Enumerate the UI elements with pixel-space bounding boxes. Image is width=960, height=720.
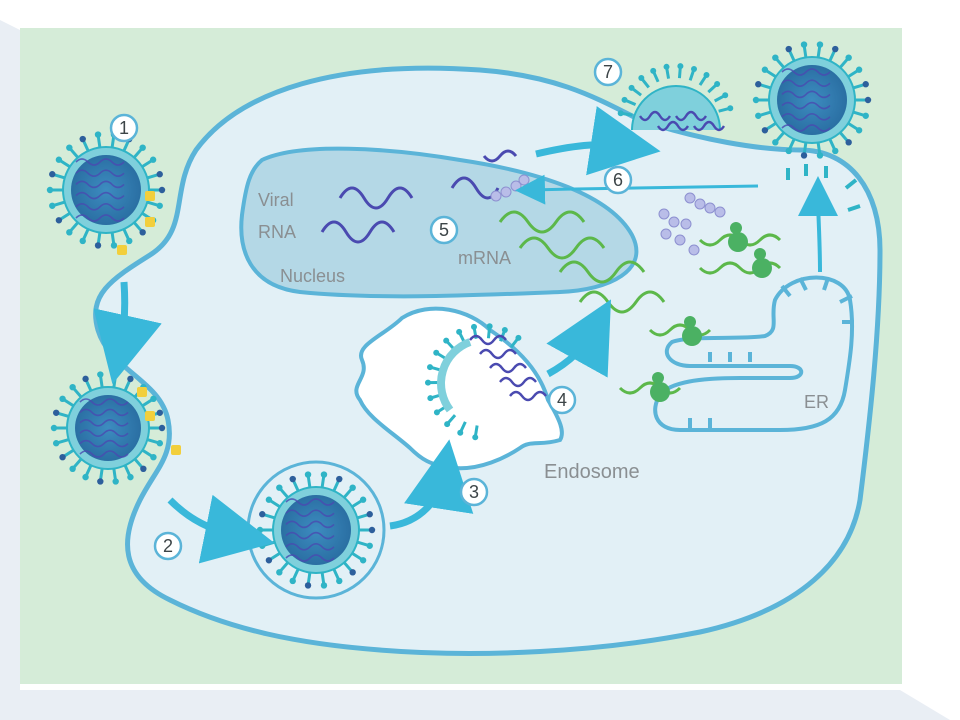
label-endosome: Endosome [544, 461, 640, 483]
step-4: 4 [547, 385, 577, 415]
step-5: 5 [429, 215, 459, 245]
step-2: 2 [153, 531, 183, 561]
step-1: 1 [109, 113, 139, 143]
step-label: 5 [439, 220, 449, 240]
step-label: 7 [603, 62, 613, 82]
label-er: ER [804, 392, 829, 412]
label-viral: Viral [258, 190, 294, 210]
step-6: 6 [603, 165, 633, 195]
step-label: 3 [469, 482, 479, 502]
process-arrows [93, 106, 839, 564]
virus-uncoating [425, 323, 547, 441]
step-markers: 1 2 3 4 5 6 7 [109, 57, 633, 561]
label-nucleus: Nucleus [280, 266, 345, 286]
step-7: 7 [593, 57, 623, 87]
host-receptors [117, 191, 181, 455]
step-label: 1 [119, 118, 129, 138]
virus-in-vesicle [256, 471, 376, 589]
label-rna: RNA [258, 222, 296, 242]
budding-membrane-spikes [786, 164, 861, 212]
endoplasmic-reticulum [653, 275, 855, 432]
endosome [354, 306, 564, 471]
virus-attaching [46, 131, 166, 249]
ribosomes [650, 222, 772, 402]
virus-released [752, 41, 872, 159]
virus-particles [46, 41, 872, 600]
er-spikes [688, 277, 854, 430]
step-label: 6 [613, 170, 623, 190]
step-label: 4 [557, 390, 567, 410]
label-mrna: mRNA [458, 248, 511, 268]
step-3: 3 [459, 477, 489, 507]
protein-beads [490, 174, 726, 256]
step-label: 2 [163, 536, 173, 556]
